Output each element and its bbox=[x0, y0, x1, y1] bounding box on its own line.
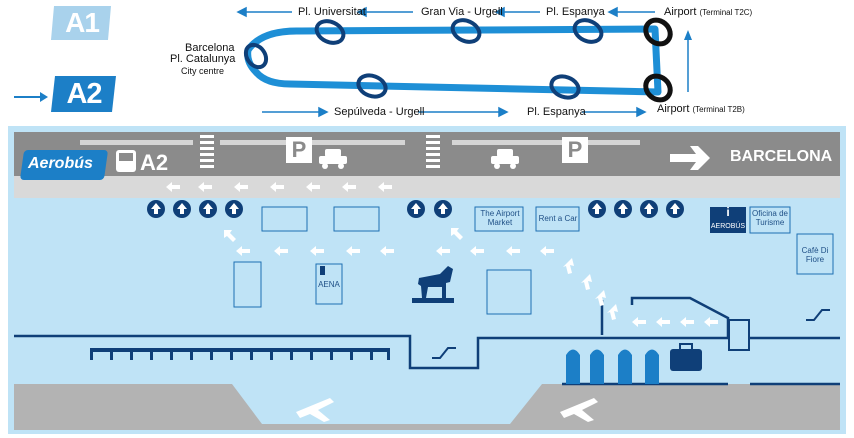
label-origin-pl-catalunya: Pl. Catalunya bbox=[170, 53, 236, 65]
a2-pointer-arrowhead bbox=[40, 92, 48, 102]
bottom-direction-arrows bbox=[262, 106, 647, 118]
lane-markings bbox=[80, 140, 640, 145]
info-office-box bbox=[710, 207, 746, 233]
stop-airport-t2c bbox=[643, 17, 673, 47]
poi-airport-market: The Airport Market bbox=[480, 209, 520, 227]
parking-letter-2: P bbox=[567, 137, 583, 162]
vertical-up-arrowhead bbox=[684, 30, 692, 40]
parking-icon-1 bbox=[286, 137, 312, 163]
plane-icon-2 bbox=[560, 398, 598, 422]
label-pl-universitat: Pl. Universitat bbox=[298, 6, 366, 18]
crosswalk-2 bbox=[426, 135, 440, 168]
label-airport-top: Airport (Terminal T2C) bbox=[664, 6, 752, 19]
direction-arrow-right-icon bbox=[670, 146, 710, 170]
label-origin-city-centre: City centre bbox=[181, 66, 225, 76]
luggage-handle bbox=[679, 343, 693, 351]
parking-letter-1: P bbox=[291, 137, 307, 162]
direction-barcelona: BARCELONA bbox=[730, 148, 833, 165]
walking-arrows bbox=[166, 182, 718, 327]
poi-tourist-office: Oficina de Turisme bbox=[751, 209, 789, 227]
label-pl-espanya-bottom: Pl. Espanya bbox=[527, 106, 586, 118]
escalator-icon-2 bbox=[806, 309, 830, 321]
poi-cafe-di-fiore: Cafè Di Fiore bbox=[801, 246, 829, 264]
airport-bottom-terminal: (Terminal T2B) bbox=[692, 105, 745, 114]
label-sepulveda-urgell: Sepúlveda - Urgell bbox=[334, 106, 425, 118]
line-a1-badge: A1 bbox=[65, 7, 100, 38]
poi-aena: AENA bbox=[318, 280, 340, 289]
poi-info-brand: AEROBÚS bbox=[710, 223, 746, 230]
a1-badge-shape bbox=[51, 6, 111, 40]
stop-pl-catalunya bbox=[243, 42, 269, 70]
top-direction-arrows bbox=[236, 6, 655, 18]
car-icon-2 bbox=[491, 149, 519, 169]
apron bbox=[14, 384, 840, 430]
poi-rent-a-car: Rent a Car bbox=[538, 214, 578, 223]
route-diagram bbox=[14, 6, 692, 118]
parking-icon-2 bbox=[562, 137, 588, 163]
door-frame bbox=[728, 319, 750, 351]
label-origin-barcelona: Barcelona bbox=[185, 42, 235, 54]
poi-info-letter: i bbox=[726, 205, 730, 219]
label-gran-via-urgell: Gran Via - Urgell bbox=[421, 6, 503, 18]
aena-info-icon bbox=[320, 266, 325, 275]
plane-icon-1 bbox=[296, 398, 334, 422]
sidewalk bbox=[14, 176, 840, 198]
airport-top-name: Airport bbox=[664, 6, 697, 18]
aerobus-logo-text: Aerobús bbox=[28, 155, 93, 172]
bus-icon-window bbox=[119, 153, 133, 161]
label-airport-bottom: Airport (Terminal T2B) bbox=[657, 103, 745, 116]
stop-pl-espanya-top bbox=[572, 18, 604, 44]
stop-sepulveda-urgell bbox=[356, 73, 388, 99]
outline-boxes bbox=[233, 206, 834, 315]
exit-up-arrows bbox=[151, 203, 680, 214]
horse-icon bbox=[412, 266, 454, 303]
map-line-a2: A2 bbox=[140, 150, 169, 175]
stop-airport-t2b bbox=[643, 73, 673, 103]
stop-pl-espanya-bottom bbox=[549, 74, 581, 100]
stop-pl-universitat bbox=[314, 19, 346, 45]
airport-top-terminal: (Terminal T2C) bbox=[699, 8, 753, 17]
airport-bottom-name: Airport bbox=[657, 103, 690, 115]
escalator-icon-1 bbox=[432, 347, 456, 359]
car-icon-1 bbox=[319, 149, 347, 169]
stop-gran-via-urgell bbox=[450, 18, 482, 44]
gates bbox=[566, 349, 659, 384]
waiting-seats bbox=[90, 348, 390, 360]
crosswalk-1 bbox=[200, 135, 214, 168]
a2-badge-shape bbox=[51, 76, 116, 112]
line-a2-badge: A2 bbox=[66, 77, 102, 110]
label-pl-espanya-top: Pl. Espanya bbox=[546, 6, 605, 18]
luggage-icon bbox=[670, 349, 702, 371]
